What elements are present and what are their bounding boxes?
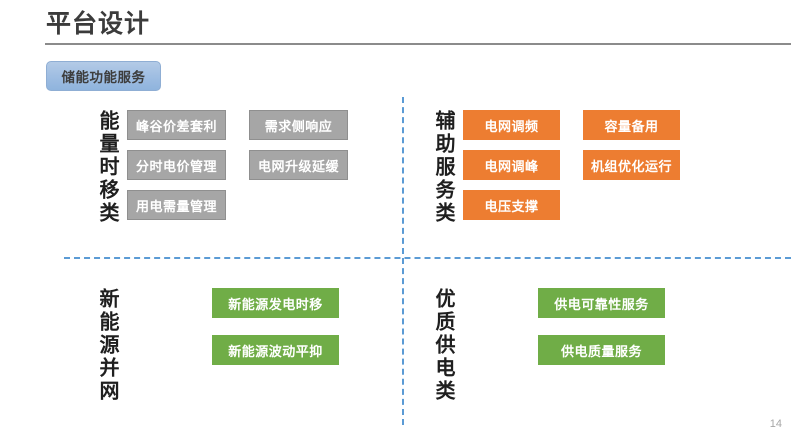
service-box-grid-ancillary-service: 电网调频 电网调峰 电压支撑 容量备用 机组优化运行: [463, 110, 680, 220]
quadrant-energy-time-shift: 能量时移类 峰谷价差套利 分时电价管理 用电需量管理 需求侧响应 电网升级延缓: [96, 110, 348, 225]
service-box[interactable]: 新能源发电时移: [212, 288, 339, 318]
service-box[interactable]: 需求侧响应: [249, 110, 348, 140]
section-badge[interactable]: 储能功能服务: [46, 61, 161, 91]
service-box[interactable]: 电网调峰: [463, 150, 560, 180]
service-box[interactable]: 容量备用: [583, 110, 680, 140]
service-box[interactable]: 分时电价管理: [127, 150, 226, 180]
service-box-grid-renewable-grid-connection: 新能源发电时移 新能源波动平抑: [212, 288, 339, 365]
quadrant-power-quality: 优质供电类 供电可靠性服务 供电质量服务: [432, 288, 665, 403]
service-box[interactable]: 电网升级延缓: [249, 150, 348, 180]
page-title: 平台设计: [46, 10, 151, 38]
service-box[interactable]: 供电质量服务: [538, 335, 665, 365]
quadrant-ancillary-service: 辅助服务类 电网调频 电网调峰 电压支撑 容量备用 机组优化运行: [432, 110, 680, 225]
category-label-ancillary-service: 辅助服务类: [432, 110, 454, 225]
service-box-grid-power-quality: 供电可靠性服务 供电质量服务: [538, 288, 665, 365]
service-box-grid-energy-time-shift: 峰谷价差套利 分时电价管理 用电需量管理 需求侧响应 电网升级延缓: [127, 110, 348, 220]
category-label-power-quality: 优质供电类: [432, 288, 454, 403]
horizontal-dashed-divider: [64, 257, 791, 259]
service-box[interactable]: 新能源波动平抑: [212, 335, 339, 365]
vertical-dashed-divider: [402, 97, 404, 425]
category-label-energy-time-shift: 能量时移类: [96, 110, 118, 225]
page-number: 14: [769, 418, 782, 430]
category-label-renewable-grid-connection: 新能源并网: [96, 288, 118, 403]
service-box[interactable]: 用电需量管理: [127, 190, 226, 220]
service-box[interactable]: 峰谷价差套利: [127, 110, 226, 140]
service-box[interactable]: 供电可靠性服务: [538, 288, 665, 318]
service-box[interactable]: 电压支撑: [463, 190, 560, 220]
quadrant-renewable-grid-connection: 新能源并网 新能源发电时移 新能源波动平抑: [96, 288, 339, 403]
title-divider: [45, 43, 791, 45]
service-box[interactable]: 机组优化运行: [583, 150, 680, 180]
service-box[interactable]: 电网调频: [463, 110, 560, 140]
